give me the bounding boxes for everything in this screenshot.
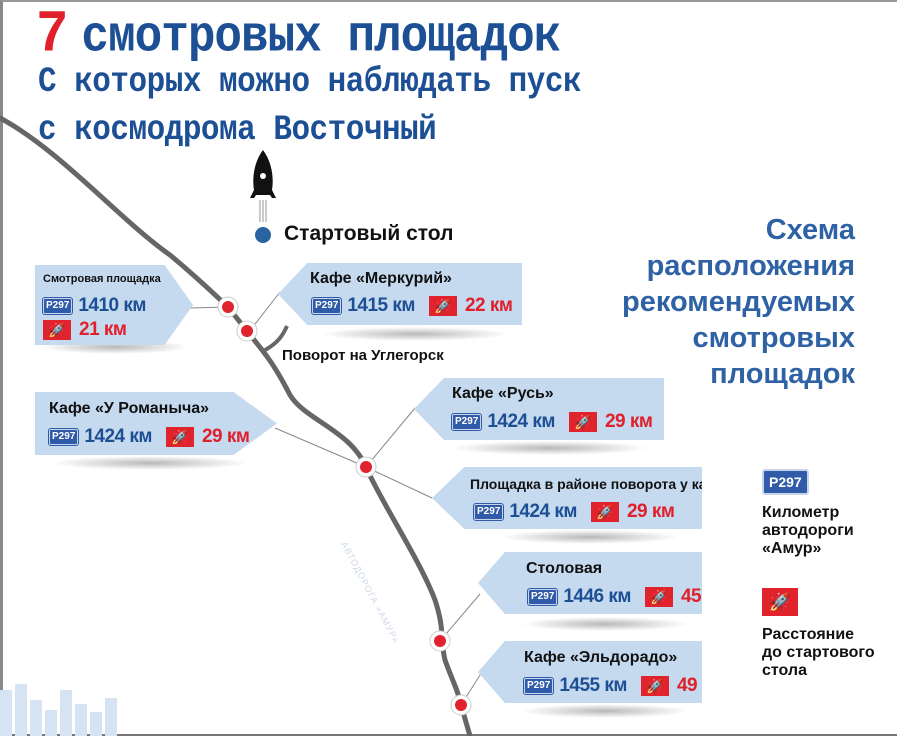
road-badge-icon: Р297: [310, 297, 343, 315]
rocket-icon: 🚀: [43, 320, 71, 340]
rocket-icon: 🚀: [644, 587, 673, 607]
title-number: 7: [36, 2, 68, 70]
legend-line: до стартового: [762, 644, 875, 661]
viewpoint-markers: [217, 296, 472, 716]
distance: 22 км: [464, 295, 513, 316]
road-km: 1415 км: [347, 295, 415, 316]
scheme-title: Схема расположения рекомендуемых смотров…: [622, 212, 855, 392]
viewpoint-name: Кафе «Эльдорадо»: [524, 649, 678, 666]
road-badge-icon: Р297: [472, 503, 505, 521]
legend-rocket-icon: 🚀: [762, 588, 798, 616]
viewpoint-name: Смотровая площадка: [43, 273, 161, 285]
equalizer-decoration: [0, 684, 117, 736]
road-km: 1424 км: [487, 411, 555, 432]
road-km: 1424 км: [509, 501, 577, 522]
title-line-2: С которых можно наблюдать пуск: [38, 62, 582, 103]
scheme-title-line: смотровых: [692, 322, 855, 354]
distance: 21 км: [79, 319, 127, 340]
legend-road-text: Километр автодороги «Амур»: [762, 504, 854, 558]
scheme-title-line: Схема: [765, 214, 855, 246]
scheme-title-line: рекомендуемых: [621, 286, 855, 318]
road-km: 1446 км: [563, 586, 631, 607]
title-text: смотровых площадок: [81, 8, 561, 66]
legend-line: «Амур»: [762, 540, 822, 557]
legend-road-badge-icon: Р297: [762, 469, 809, 495]
viewpoint-name: Кафе «У Романыча»: [49, 400, 210, 417]
distance: 29 км: [626, 501, 675, 522]
viewpoint-name: Кафе «Меркурий»: [310, 270, 452, 287]
distance: 29 км: [604, 411, 653, 432]
scheme-title-line: расположения: [646, 250, 855, 282]
road-km: 1455 км: [559, 675, 627, 696]
launch-pad-marker: [255, 227, 271, 243]
legend-line: стола: [762, 662, 807, 679]
legend-line: Километр: [762, 504, 840, 521]
rocket-icon: 🚀: [590, 502, 619, 522]
distance-row: 🚀 21 км: [43, 319, 127, 341]
road-badge-icon: Р297: [522, 677, 555, 695]
legend-distance-text: Расстояние до стартового стола: [762, 626, 875, 680]
launch-pad-label: Стартовый стол: [284, 222, 454, 245]
viewpoint-name: Столовая: [526, 560, 603, 577]
rocket-icon: 🚀: [568, 412, 597, 432]
road-uglegorsk-branch: [264, 325, 289, 352]
road-badge-icon: Р297: [41, 297, 74, 315]
legend-line: Расстояние: [762, 626, 855, 643]
connector-lines: [189, 291, 483, 706]
scheme-title-line: площадок: [710, 358, 855, 390]
road-km: 1424 км: [84, 426, 152, 447]
title-line-3: с космодрома Восточный: [38, 110, 437, 151]
road-badge-icon: Р297: [450, 413, 483, 431]
distance: 49 км: [676, 675, 725, 696]
legend-line: автодороги: [762, 522, 854, 539]
rocket-icon: 🚀: [428, 296, 457, 316]
rocket-icon: [250, 150, 276, 222]
viewpoint-name: Площадка в районе поворота у кафе: [470, 476, 727, 492]
rocket-icon: 🚀: [165, 427, 194, 447]
viewpoint-name: Кафе «Русь»: [452, 385, 554, 402]
distance: 29 км: [201, 426, 250, 447]
road-badge-icon: Р297: [526, 588, 559, 606]
road-km: 1410 км: [78, 295, 146, 316]
uglegorsk-turn-label: Поворот на Углегорск: [282, 347, 444, 364]
distance: 45 км: [680, 586, 729, 607]
rocket-icon: 🚀: [640, 676, 669, 696]
road-badge-icon: Р297: [47, 428, 80, 446]
